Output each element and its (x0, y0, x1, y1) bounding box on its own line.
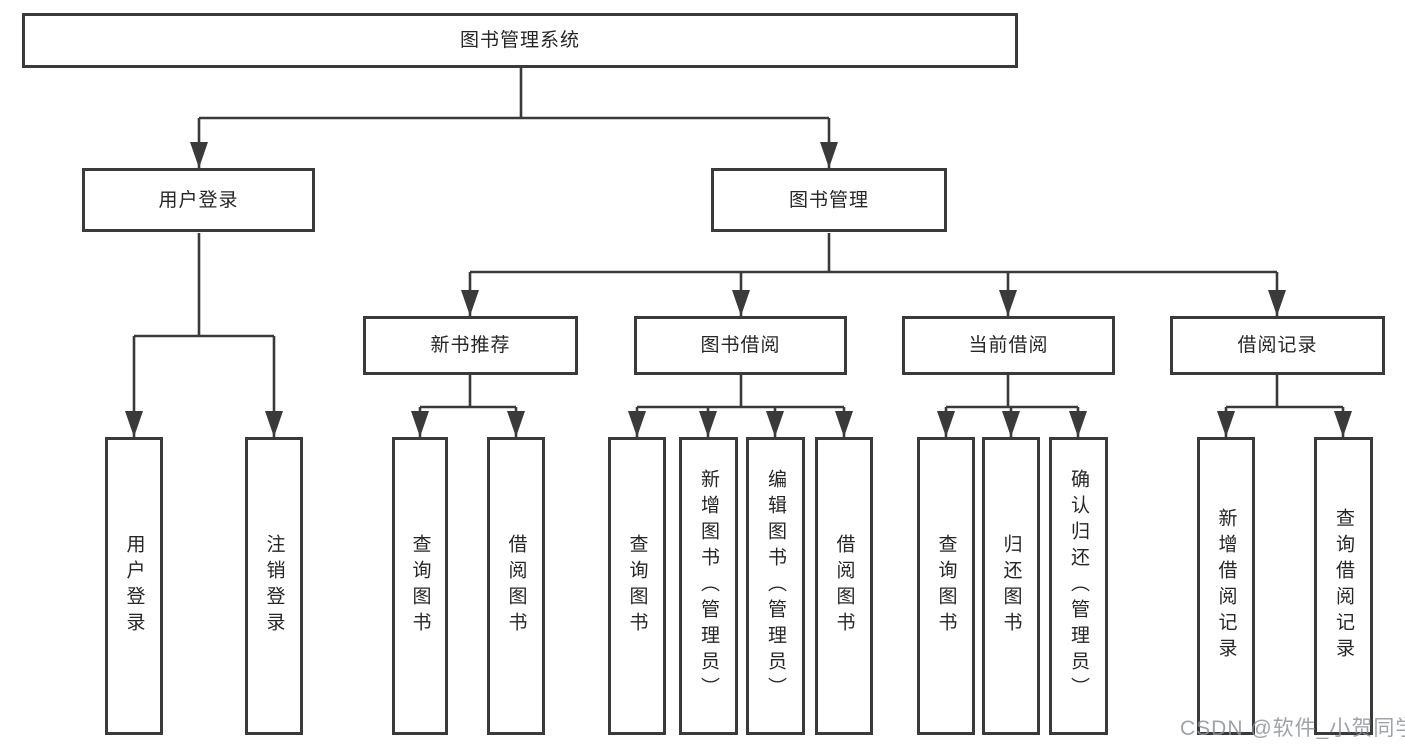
node-user-login: 用户登录 (82, 168, 315, 232)
node-current-borrow: 当前借阅 (902, 316, 1115, 375)
leaf-query-books-borrow: 查询图书 (608, 437, 666, 735)
leaf-user-login: 用户登录 (105, 437, 163, 735)
node-borrow-records: 借阅记录 (1170, 316, 1385, 375)
node-root-system: 图书管理系统 (22, 13, 1018, 68)
leaf-confirm-return-admin: 确认归还（管理员） (1049, 437, 1108, 735)
node-new-book-recommend: 新书推荐 (363, 316, 578, 375)
leaf-query-books-recommend: 查询图书 (392, 437, 448, 735)
leaf-query-books-current: 查询图书 (917, 437, 975, 735)
arrowheads (125, 142, 1352, 437)
leaf-add-borrow-record: 新增借阅记录 (1197, 437, 1255, 735)
leaf-edit-books-admin: 编辑图书（管理员） (746, 437, 805, 735)
leaf-return-books: 归还图书 (982, 437, 1040, 735)
leaf-logout-login: 注销登录 (245, 437, 303, 735)
leaf-borrow-books-recommend: 借阅图书 (487, 437, 545, 735)
leaf-query-borrow-record: 查询借阅记录 (1314, 437, 1373, 735)
csdn-watermark: CSDN @软件_小贺同学 (1180, 717, 1405, 740)
node-book-management: 图书管理 (711, 168, 947, 232)
node-book-borrow: 图书借阅 (634, 316, 847, 375)
leaf-add-books-admin: 新增图书（管理员） (679, 437, 738, 735)
leaf-borrow-books: 借阅图书 (815, 437, 873, 735)
